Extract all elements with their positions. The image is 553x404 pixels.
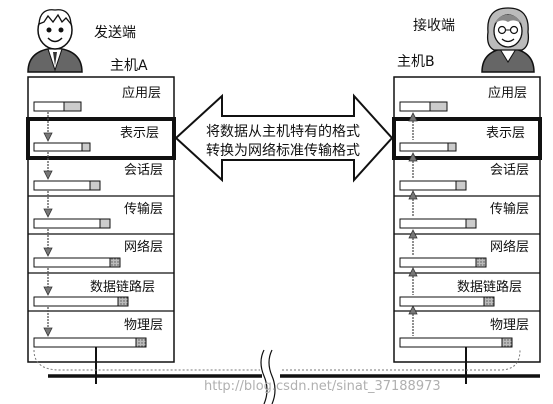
sender-stack: 应用层 表示层 会话层 传输层 网络层 数据链路层 物理层 [26, 76, 176, 363]
receiver-layer-datalink: 数据链路层 [457, 279, 522, 295]
sender-layer-datalink: 数据链路层 [90, 279, 155, 295]
sender-layer-transport: 传输层 [124, 201, 163, 217]
receiver-layer-application: 应用层 [488, 85, 527, 101]
arrow-text-line2: 转换为网络标准传输格式 [206, 142, 360, 159]
sender-layer-application: 应用层 [122, 85, 161, 101]
host-a-label: 主机A [110, 58, 148, 74]
sender-presentation-highlight [26, 117, 176, 160]
receiver-person-icon [481, 7, 535, 73]
host-b-label: 主机B [397, 54, 435, 70]
receiver-presentation-highlight [392, 117, 542, 160]
receiver-layer-physical: 物理层 [490, 318, 529, 333]
sender-role-label: 发送端 [94, 25, 136, 41]
receiver-layer-network: 网络层 [490, 239, 529, 255]
sender-data-bars [33, 101, 147, 348]
receiver-layer-session: 会话层 [490, 163, 529, 178]
double-arrow: 将数据从主机特有的格式 转换为网络标准传输格式 [174, 93, 394, 183]
sender-layer-session: 会话层 [124, 163, 163, 178]
receiver-stack: 应用层 表示层 会话层 传输层 网络层 数据链路层 物理层 [392, 76, 542, 363]
receiver-role-label: 接收端 [413, 17, 455, 34]
sender-down-arrows [43, 112, 53, 337]
receiver-layer-presentation: 表示层 [486, 126, 525, 141]
network-cable [33, 347, 540, 404]
sender-layer-presentation: 表示层 [120, 126, 159, 141]
receiver-layer-transport: 传输层 [490, 201, 529, 217]
sender-person-icon [27, 9, 83, 73]
arrow-text-line1: 将数据从主机特有的格式 [206, 124, 360, 140]
receiver-data-bars [399, 101, 513, 348]
receiver-up-arrows [408, 112, 418, 336]
sender-layer-network: 网络层 [124, 239, 163, 255]
watermark-url: http://blog.csdn.net/sinat_37188973 [204, 379, 441, 394]
sender-layer-physical: 物理层 [124, 318, 163, 333]
